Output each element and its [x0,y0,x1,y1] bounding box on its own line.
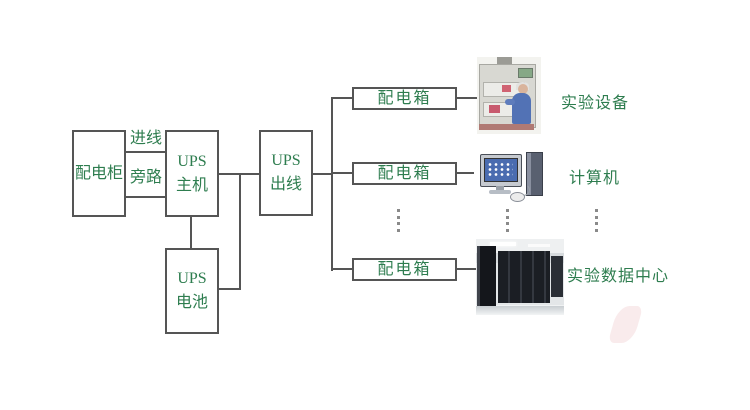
computer-tower [526,152,543,196]
distribution-cabinet-label: 配电柜 [74,164,123,182]
distribution-box-2: 配电箱 [352,162,457,185]
battery-feed-vertical-line [239,173,241,289]
incoming-line-label: 进线 [130,130,163,147]
computer-monitor-base [489,190,511,194]
battery-feed-horizontal-line [219,288,241,290]
lab-sample [502,85,511,92]
box2-to-computer-line [457,172,474,174]
ups-host-label-line2: 主机 [175,176,208,194]
distribution-box-1: 配电箱 [352,87,457,110]
host-to-battery-line [190,217,192,248]
ups-output-label-line2: 出线 [269,176,302,193]
box3-to-datacenter-line [457,268,476,270]
distribution-box-1-label: 配电箱 [377,89,432,107]
computer-mouse [510,192,525,202]
distribution-cabinet-box: 配电柜 [72,130,126,217]
computer-screen-icons [487,162,513,176]
pink-watermark-shape [607,306,644,343]
vertical-ellipsis [595,209,598,232]
vertical-ellipsis [397,209,400,232]
target-label-computer: 计算机 [569,170,621,187]
vertical-ellipsis [506,209,509,232]
bypass-line [126,196,165,198]
datacenter-ceiling-light [490,242,516,246]
lab-person-body [512,93,531,124]
box1-to-equipment-line [457,97,477,99]
branch-2-line [331,172,352,174]
ups-host-box: UPS 主机 [165,130,219,217]
lab-sample [489,105,500,113]
branch-3-line [331,268,352,270]
ups-battery-label-line2: 电池 [175,294,208,311]
bypass-line-label: 旁路 [130,169,163,186]
datacenter-ceiling-light [528,244,550,247]
target-label-lab-equipment: 实验设备 [561,95,630,112]
ups-battery-box: UPS 电池 [165,248,219,334]
lab-equipment-photo [477,57,541,134]
ups-output-label-line1: UPS [271,152,301,169]
lab-vent [497,57,512,65]
ups-output-box: UPS 出线 [259,130,313,216]
distribution-box-2-label: 配电箱 [377,164,432,182]
datacenter-server-rack [551,256,563,297]
bus-vertical-line [331,97,333,271]
incoming-line [126,151,165,153]
lab-display-panel [518,68,533,78]
datacenter-server-rack [477,246,496,308]
lab-person-arm [505,99,515,105]
ups-battery-label-line1: UPS [177,270,207,287]
target-label-data-center: 实验数据中心 [567,268,670,285]
computer-monitor-stand [496,186,504,190]
datacenter-floor [476,306,564,315]
lab-floor [479,124,534,130]
data-center-photo [476,239,564,315]
desktop-computer-clipart [474,150,546,202]
output-to-bus-line [313,173,333,175]
branch-1-line [331,97,352,99]
distribution-box-3: 配电箱 [352,258,457,281]
lab-person-head [518,84,528,94]
distribution-box-3-label: 配电箱 [377,260,432,278]
datacenter-server-rack-row [498,251,550,303]
ups-host-label-line1: UPS [177,152,207,170]
